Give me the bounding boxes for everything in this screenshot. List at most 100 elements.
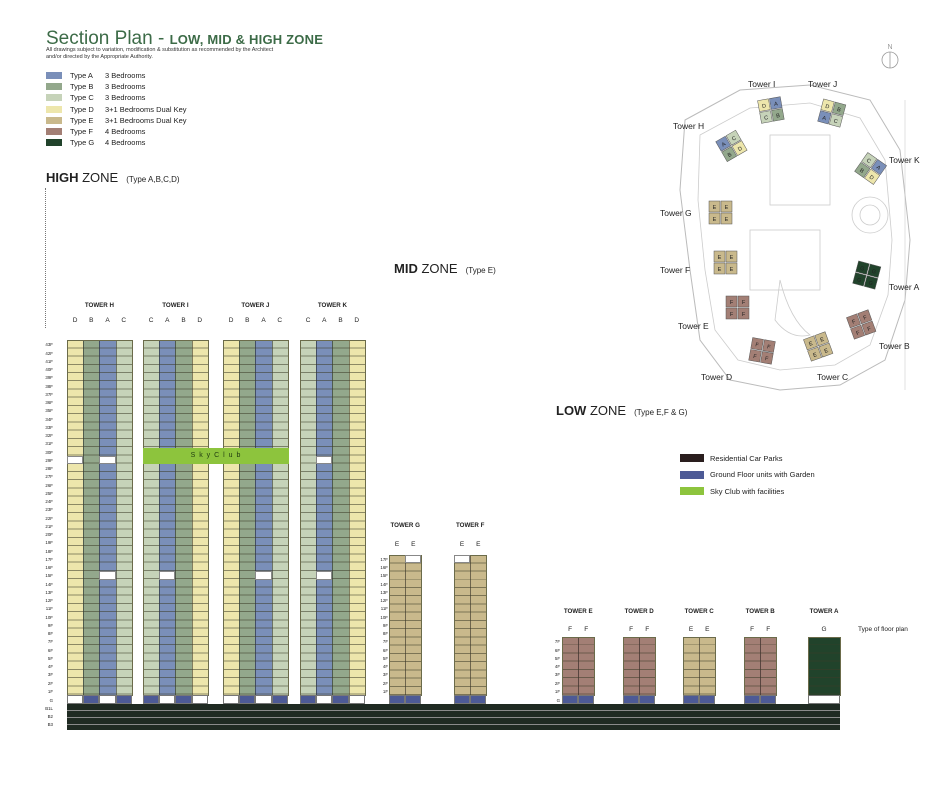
site-unit (818, 342, 834, 358)
unit-type-label: D (228, 317, 234, 324)
floor-label: 26F (45, 482, 53, 488)
refuge-floor (99, 455, 116, 464)
legend-desc: 3 Bedrooms (105, 82, 146, 92)
tower-name: TOWER G (390, 522, 420, 529)
site-unit (759, 110, 773, 124)
unit-type-label: G (821, 626, 827, 633)
floor-lines (223, 340, 288, 695)
legend-type: Type A (70, 71, 93, 81)
site-tower-label: Tower K (889, 155, 920, 165)
tower-name: TOWER K (317, 302, 347, 309)
key-swatch (680, 487, 704, 496)
tower-outline (223, 340, 289, 696)
site-unit-letter: E (730, 255, 734, 261)
site-unit-letter: E (824, 348, 830, 355)
site-unit-letter: F (867, 326, 873, 333)
floor-label: 7F (554, 639, 560, 645)
sky-club-bar: S k y C l u b (143, 447, 289, 464)
site-unit (861, 320, 877, 336)
floor-lines (389, 554, 422, 695)
site-unit-letter: F (730, 300, 734, 306)
floor-label: 12F (380, 598, 388, 603)
site-unit (855, 260, 870, 275)
floor-label: 1F (382, 688, 388, 694)
title-zone: LOW, MID & HIGH ZONE (169, 32, 324, 47)
site-unit-letter: B (858, 168, 865, 175)
legend-swatch (46, 72, 62, 80)
ground-garden-unit (271, 695, 288, 704)
ground-garden-unit (470, 695, 487, 704)
basement-label: B2 (47, 714, 53, 719)
key-row: Ground Floor units with Garden (680, 467, 815, 484)
site-unit (750, 337, 764, 351)
site-tower-label: Tower D (701, 372, 732, 382)
floor-label: 14F (380, 581, 388, 587)
site-unit-letter: D (737, 146, 743, 153)
legend-desc: 4 Bedrooms (105, 127, 146, 137)
floor-label: 15F (380, 573, 388, 579)
floor-label: 32F (45, 433, 53, 438)
floor-lines (67, 340, 132, 695)
floor-label: 25F (45, 490, 53, 496)
site-unit (720, 200, 733, 213)
legend-swatch (46, 128, 62, 136)
unit-type-label: A (105, 317, 110, 324)
ground-void (99, 695, 116, 704)
ground-garden-unit (683, 695, 700, 704)
ground-void (159, 695, 176, 704)
key-row: Sky Club with facilities (680, 483, 815, 500)
site-unit-letter: F (856, 330, 862, 337)
site-unit (803, 335, 818, 351)
mid-zone-label: MID ZONE(Type E) (394, 261, 496, 276)
site-unit (757, 98, 771, 112)
unit-type-label: F (584, 626, 589, 633)
site-unit-letter: E (718, 267, 722, 273)
unit-type-label: B (338, 317, 343, 324)
tower-name: TOWER J (241, 302, 270, 309)
tower-outline (562, 637, 596, 696)
unit-type-label: B (181, 317, 186, 324)
ground-void (67, 695, 84, 704)
site-unit-letter: C (731, 135, 737, 142)
floor-label: 11F (45, 606, 53, 612)
ground-garden-unit (760, 695, 777, 704)
site-unit (725, 129, 742, 146)
site-unit-letter: B (727, 152, 733, 159)
unit-type-label: F (766, 626, 771, 633)
tower-outline (623, 637, 657, 696)
floor-lines (454, 554, 487, 695)
unit-type-label: E (476, 541, 481, 548)
void-cell (405, 554, 422, 563)
key-label: Sky Club with facilities (710, 486, 785, 496)
site-unit-letter: F (742, 312, 746, 318)
tower-name: TOWER B (745, 608, 775, 615)
site-unit (807, 346, 822, 362)
legend-type: Type E (70, 115, 94, 125)
site-unit-letter: G (859, 266, 865, 273)
unit-type-label: F (629, 626, 634, 633)
site-unit (846, 313, 861, 329)
unit-type-label: D (354, 317, 360, 324)
basement-label: B3 (47, 722, 53, 727)
zone-divider-line (45, 188, 46, 328)
site-unit (769, 96, 783, 110)
floor-label: 14F (45, 581, 53, 587)
site-unit-letter: E (713, 205, 717, 211)
unit-type-label: F (645, 626, 650, 633)
title-separator: - (152, 28, 170, 49)
site-unit-letter: D (868, 174, 875, 181)
unit-type-label: F (750, 626, 755, 633)
floor-label: 24F (45, 499, 53, 504)
title-main: Section Plan (46, 28, 153, 49)
legend-swatch (46, 94, 62, 102)
site-tower-label: Tower H (673, 121, 704, 131)
site-unit-letter: G (856, 277, 862, 284)
floor-label: 16F (380, 565, 388, 570)
floor-label: 7F (47, 639, 53, 645)
key-label: Ground Floor units with Garden (710, 470, 815, 480)
ground-garden-unit (454, 695, 471, 704)
